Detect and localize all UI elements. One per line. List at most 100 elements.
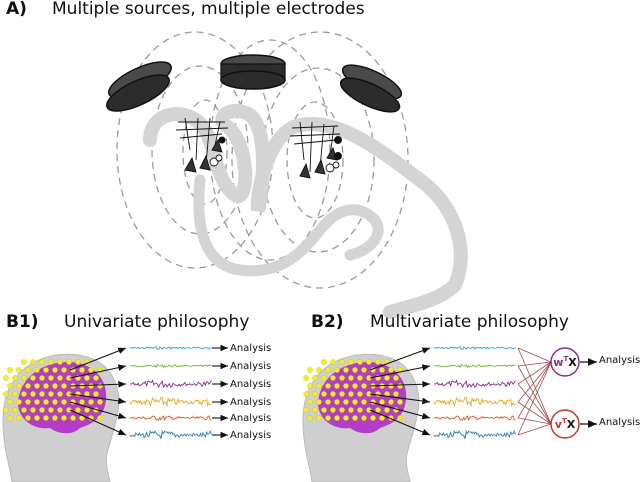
electrode-dot — [79, 367, 85, 373]
electrode-dot — [303, 407, 309, 413]
electrode-dot — [61, 367, 67, 373]
electrode-dot — [325, 415, 331, 421]
combiner-link — [517, 365, 552, 425]
panel-b1-illustration — [2, 344, 228, 482]
panel-b1-title: Univariate philosophy — [64, 312, 250, 332]
electrode-dot — [66, 359, 72, 365]
neuron-cluster-right — [289, 121, 342, 179]
signal-trace — [433, 363, 516, 369]
channel-arrow — [369, 393, 431, 405]
electrode-dot — [348, 391, 354, 397]
electrode-dot — [307, 367, 313, 373]
electrode-dot — [321, 375, 327, 381]
electrode-dot — [334, 367, 340, 373]
electrode-dot — [312, 391, 318, 397]
combiner-link — [517, 361, 552, 385]
neuron-cluster-left — [175, 117, 229, 173]
electrode-dot — [61, 415, 67, 421]
electrode-dot — [57, 375, 63, 381]
electrode-dot — [334, 415, 340, 421]
electrode-disc — [106, 61, 172, 112]
electrode-dot — [84, 407, 90, 413]
electrode-dot — [7, 367, 13, 373]
electrode-dot — [388, 399, 394, 405]
electrode-dot — [70, 415, 76, 421]
signal-trace — [433, 414, 516, 422]
electrode-dot — [321, 407, 327, 413]
electrode-dot — [93, 375, 99, 381]
electrode-disc — [220, 54, 286, 90]
signal-trace — [129, 429, 212, 440]
channel-arrow — [69, 409, 127, 436]
channel-arrow — [69, 364, 127, 379]
electrode-dot — [57, 407, 63, 413]
electrode-dot — [397, 383, 403, 389]
analysis-label: Analysis — [230, 397, 272, 408]
channel-arrow — [69, 393, 127, 405]
electrode-dot — [93, 391, 99, 397]
electrode-dot — [393, 375, 399, 381]
electrode-dot — [61, 399, 67, 405]
electrode-dot — [330, 407, 336, 413]
electrode-dot — [52, 399, 58, 405]
electrode-dot — [30, 359, 36, 365]
electrode-dot — [21, 359, 27, 365]
electrode-dot — [43, 367, 49, 373]
electrode-dot — [52, 383, 58, 389]
electrode-dot — [21, 407, 27, 413]
combiner-link — [517, 347, 552, 363]
panel-b1-label: B1) — [6, 312, 39, 332]
channel-arrow — [369, 347, 431, 371]
combiner-node-w: wTX — [550, 347, 580, 377]
electrode-dot — [357, 407, 363, 413]
electrode-dot — [379, 399, 385, 405]
electrode-dot — [379, 367, 385, 373]
electrode-dot — [307, 399, 313, 405]
electrode-dot — [366, 359, 372, 365]
electrode-dot — [316, 367, 322, 373]
electrode-dot — [39, 407, 45, 413]
electrode-dot — [7, 415, 13, 421]
electrode-dot — [52, 367, 58, 373]
panel-b2-illustration: wTX vTX — [302, 346, 597, 482]
electrode-dot — [312, 375, 318, 381]
electrode-dot — [25, 383, 31, 389]
electrode-dot — [12, 407, 18, 413]
electrode-dot — [39, 375, 45, 381]
signal-trace — [129, 396, 212, 408]
signal-trace — [434, 346, 516, 351]
electrode-dot — [12, 375, 18, 381]
signal-trace — [130, 346, 212, 351]
channel-arrow — [369, 380, 431, 388]
combiner-link — [517, 361, 552, 419]
electrode-dot — [397, 415, 403, 421]
electrode-dot — [16, 367, 22, 373]
combiner-connections — [517, 347, 552, 436]
electrode-dot — [348, 375, 354, 381]
electrode-dot — [339, 359, 345, 365]
electrode-dot — [361, 367, 367, 373]
signal-trace — [129, 414, 212, 422]
electrode-dot — [57, 391, 63, 397]
panel-a-label: A) — [6, 0, 27, 19]
electrode-dot — [334, 383, 340, 389]
electrode-dot — [325, 383, 331, 389]
channel-arrow — [369, 364, 431, 379]
analysis-label: Analysis — [599, 355, 640, 366]
electrode-dot — [325, 399, 331, 405]
electrode-dot — [339, 407, 345, 413]
electrode-dot — [366, 407, 372, 413]
electrode-disc — [339, 64, 403, 113]
channel-arrow — [69, 401, 127, 420]
electrode-dot — [370, 415, 376, 421]
combiner-link — [517, 361, 552, 436]
electrode-dot — [30, 407, 36, 413]
electrode-dot — [357, 391, 363, 397]
electrode-dot — [3, 391, 9, 397]
electrode-dot — [357, 375, 363, 381]
electrode-dot — [321, 359, 327, 365]
electrode-dot — [66, 407, 72, 413]
electrode-dot — [25, 415, 31, 421]
electrode-dot — [343, 383, 349, 389]
